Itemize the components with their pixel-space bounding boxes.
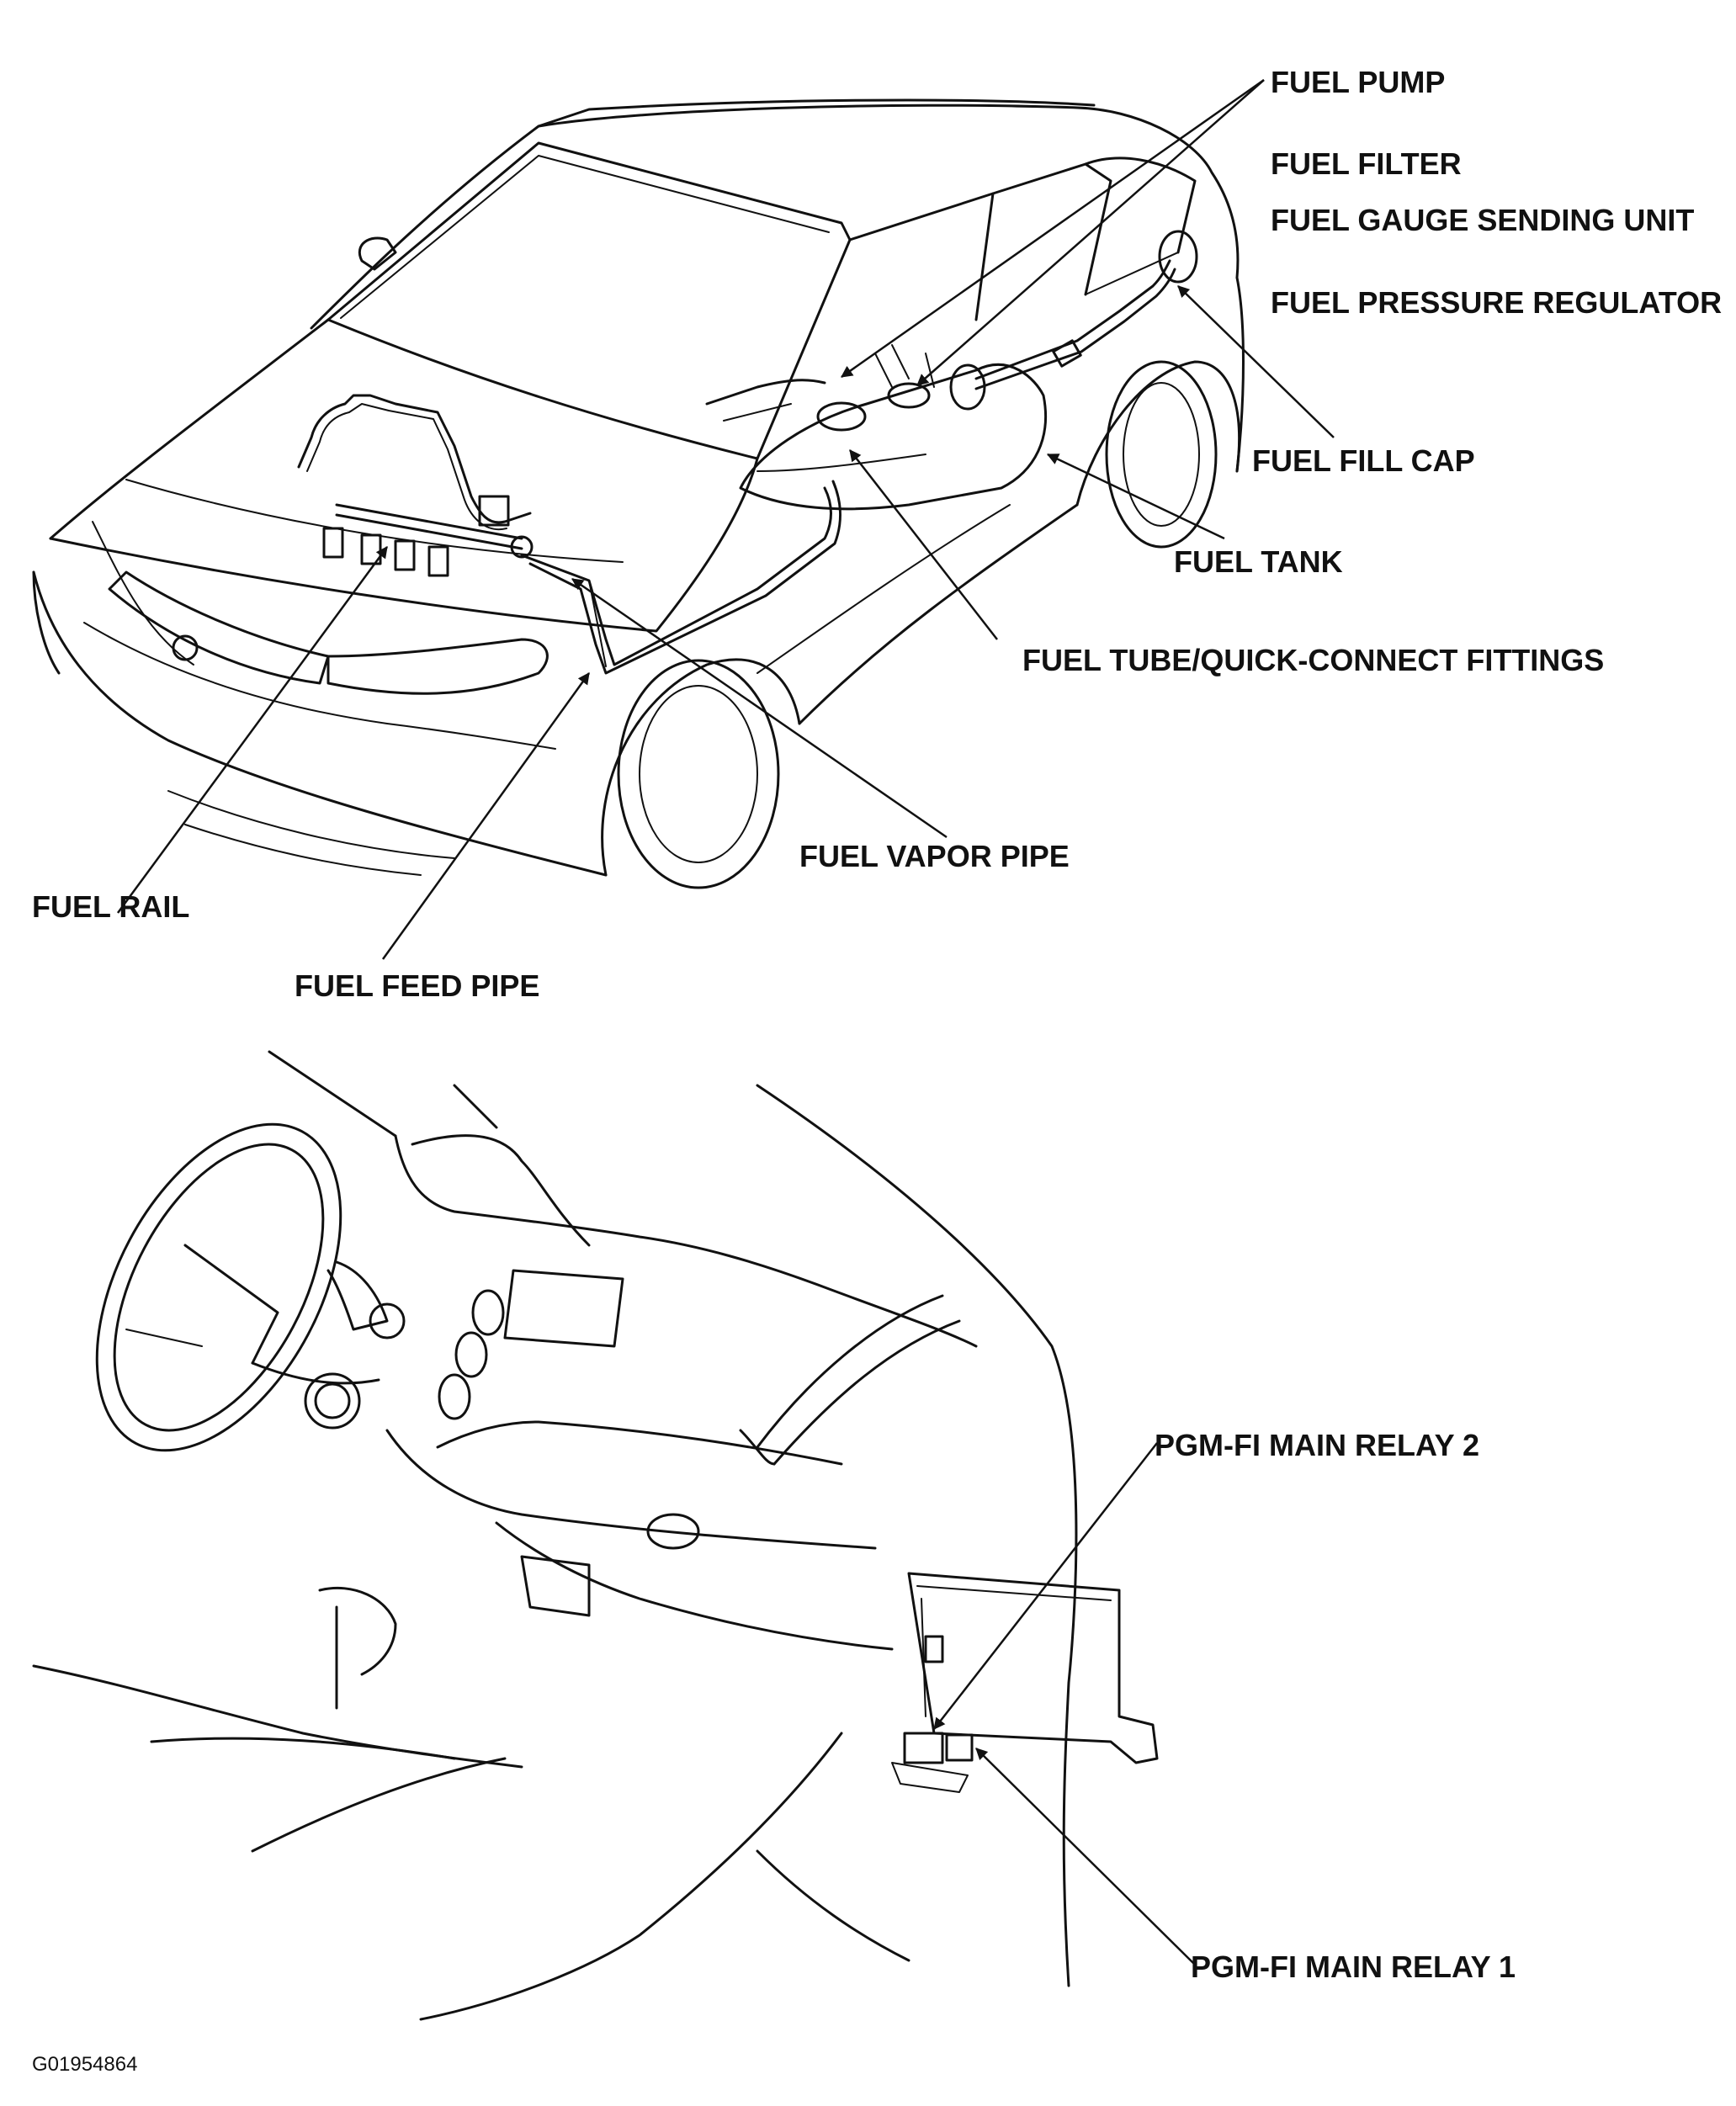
dashboard-illustration <box>32 1050 1159 2021</box>
label-fuel-vapor-pipe: FUEL VAPOR PIPE <box>799 839 1070 873</box>
leader-lines <box>116 78 1335 1965</box>
label-fuel-fill-cap: FUEL FILL CAP <box>1252 443 1475 478</box>
label-fuel-tank: FUEL TANK <box>1174 544 1343 579</box>
label-fuel-feed-pipe: FUEL FEED PIPE <box>295 968 540 1003</box>
figure-code: G01954864 <box>32 2053 138 2076</box>
label-fuel-tube-quick-connect-fittings: FUEL TUBE/QUICK-CONNECT FITTINGS <box>1022 643 1605 677</box>
label-pgm-fi-main-relay-2: PGM-FI MAIN RELAY 2 <box>1155 1428 1480 1462</box>
label-fuel-gauge-sending-unit: FUEL GAUGE SENDING UNIT <box>1271 203 1695 237</box>
label-fuel-rail: FUEL RAIL <box>32 889 190 924</box>
label-fuel-pump: FUEL PUMP <box>1271 65 1446 99</box>
car-illustration <box>32 98 1245 889</box>
label-fuel-filter: FUEL FILTER <box>1271 146 1462 181</box>
fuel-lines <box>297 259 1176 675</box>
label-fuel-pressure-regulator: FUEL PRESSURE REGULATOR <box>1271 285 1723 320</box>
label-pgm-fi-main-relay-1: PGM-FI MAIN RELAY 1 <box>1191 1950 1516 1984</box>
